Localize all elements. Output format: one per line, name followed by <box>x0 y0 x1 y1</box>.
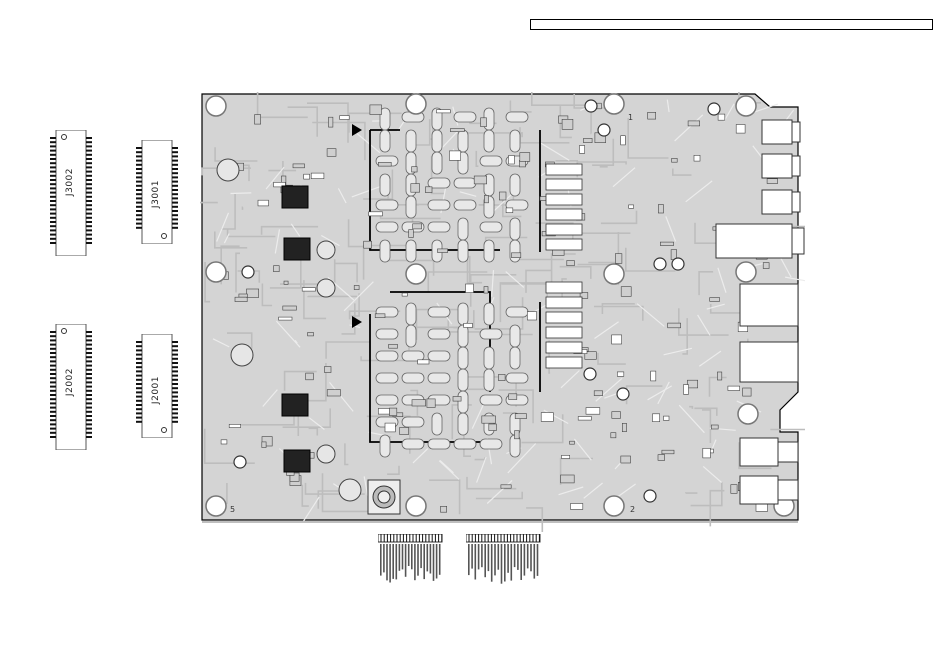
connector-j2002-label: J2002 <box>65 368 75 396</box>
connector-j2002: J2002 <box>48 324 94 450</box>
bottom-connector-right <box>466 534 542 590</box>
pcb-mark-5: 5 <box>230 505 235 514</box>
connector-j2001: J2001 <box>134 334 180 438</box>
connector-j3001-label: J3001 <box>151 180 161 208</box>
connector-j3002-label: J3002 <box>65 168 75 196</box>
bottom-connector-left <box>378 534 444 588</box>
pcb-mark-1: 1 <box>628 113 633 122</box>
pcb-board: 1 2 5 <box>200 92 805 532</box>
connector-j3002: J3002 <box>48 130 94 256</box>
connector-j2001-label: J2001 <box>151 376 161 404</box>
page-header-box <box>530 19 933 30</box>
pcb-mark-2: 2 <box>630 505 635 514</box>
connector-j3001: J3001 <box>134 140 180 244</box>
